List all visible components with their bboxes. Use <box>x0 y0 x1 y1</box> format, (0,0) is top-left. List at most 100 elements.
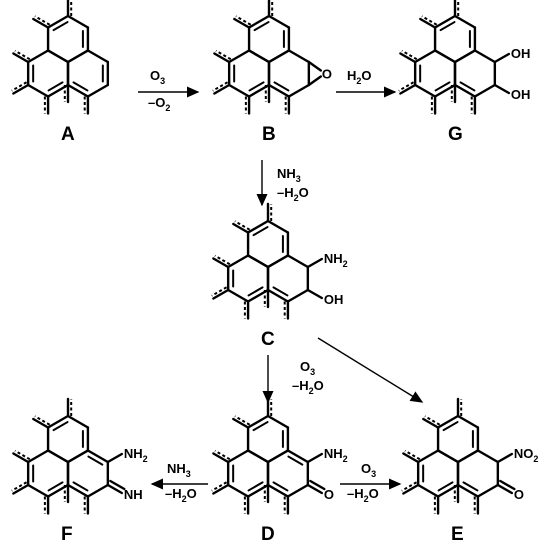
double-bond-line <box>72 481 89 492</box>
ring-bond <box>436 449 460 464</box>
ring-bond <box>413 49 437 64</box>
edge-stub-dashed <box>234 220 251 231</box>
edge-stub-dashed <box>401 49 418 61</box>
ring-bond <box>226 254 250 269</box>
reagent-label: O3 <box>361 461 376 479</box>
substituent-bond <box>106 483 124 495</box>
edge-stub-dashed <box>11 81 28 92</box>
substituent-label-bottom: OH <box>511 87 531 102</box>
edge-stub-dashed <box>211 286 228 297</box>
ring-bond <box>46 49 70 64</box>
edge-stub-dashed <box>215 49 232 61</box>
ring-bond <box>46 14 70 29</box>
edge-stub-dashed <box>234 415 251 426</box>
edge-stub-dashed <box>214 254 231 266</box>
ring-bond <box>26 483 50 498</box>
compound-A: A <box>11 0 110 145</box>
reaction-arrow-B-G: H2O <box>336 68 397 98</box>
ring-bond <box>267 14 291 29</box>
edge-stub <box>232 222 250 234</box>
ring-bond <box>456 414 480 429</box>
double-bond-line <box>434 81 451 92</box>
ring-bond <box>246 254 270 269</box>
substituent-bond <box>306 452 324 464</box>
reaction-arrow-D-E: O3 –H2O <box>340 461 402 504</box>
ring-bond <box>433 49 457 64</box>
reaction-arrow-C-D: O3–H2O <box>262 355 324 404</box>
ring-bond <box>226 288 250 303</box>
substituent-bond <box>306 288 324 300</box>
ring-bond <box>247 14 271 29</box>
double-bond-line <box>47 481 64 492</box>
ring-bond <box>453 83 477 98</box>
double-bond-line <box>252 226 269 237</box>
double-bond-line <box>252 421 269 432</box>
ring-bond <box>26 49 50 64</box>
reaction-arrow-C-E <box>317 337 424 403</box>
ring-bond <box>456 449 480 464</box>
edge-stub <box>399 83 417 95</box>
edge-stub <box>419 17 437 29</box>
edge-stub-dashed <box>11 481 28 492</box>
oxygen-label: O <box>322 67 332 82</box>
ring-bond <box>286 288 310 303</box>
substituent-double-bond <box>309 479 326 491</box>
reaction-arrow-A-B: O3–O2 <box>138 68 200 113</box>
ring-bond <box>227 83 251 98</box>
double-bond-line <box>462 481 479 492</box>
byproduct-label: –H2O <box>165 486 197 504</box>
edge-stub <box>32 417 50 429</box>
reaction-arrow-D-F: NH3–H2O <box>150 461 208 504</box>
ring-bond <box>26 449 50 464</box>
edge-stub <box>402 452 420 464</box>
substituent-double-bond <box>499 479 516 491</box>
ring-bond <box>227 49 251 64</box>
substituent-label-top: NO2 <box>514 446 539 464</box>
epoxide-bond <box>307 60 323 72</box>
compound-label-G: G <box>448 124 463 145</box>
edge-stub <box>399 52 417 64</box>
ring-bond <box>247 49 271 64</box>
substituent-label-bottom: OH <box>324 292 344 307</box>
ring-bond <box>473 83 497 98</box>
ring-bond <box>287 49 311 64</box>
ring-bond <box>266 414 290 429</box>
byproduct-label: –H2O <box>347 486 379 504</box>
double-bond-line <box>247 481 264 492</box>
substituent-label-bottom: O <box>324 487 334 502</box>
substituent-bond <box>493 83 511 95</box>
ring-bond <box>46 449 70 464</box>
edge-stub <box>212 452 230 464</box>
edge-stub-dashed <box>398 81 415 92</box>
reagent-label: H2O <box>347 68 372 86</box>
ring-bond <box>86 49 110 64</box>
double-bond-line <box>442 421 459 432</box>
ring-bond <box>66 83 90 98</box>
reaction-arrow-B-C: NH3–H2O <box>256 160 309 207</box>
double-bond-line <box>52 21 69 32</box>
compound-label-D: D <box>261 524 275 545</box>
double-bond-line <box>47 81 64 92</box>
substituent-bond <box>493 52 511 64</box>
ring-bond <box>266 254 290 269</box>
substituent-label-top: NH2 <box>124 446 148 464</box>
edge-stub-dashed <box>424 415 441 426</box>
reagent-label: O3 <box>150 68 165 86</box>
ring-bond <box>286 449 310 464</box>
edge-stub <box>32 17 50 29</box>
edge-stub <box>233 17 251 29</box>
ring-bond <box>266 219 290 234</box>
double-bond-line <box>52 421 69 432</box>
compound-label-B: B <box>262 124 276 145</box>
substituent-double-bond <box>109 479 126 491</box>
ring-bond <box>46 414 70 429</box>
edge-stub-dashed <box>34 415 51 426</box>
edge-stub <box>422 417 440 429</box>
double-bond-line <box>87 455 104 466</box>
double-bond-line <box>248 81 265 92</box>
ring-bond <box>26 83 50 98</box>
ring-bond <box>266 288 290 303</box>
edge-stub-dashed <box>421 15 438 26</box>
